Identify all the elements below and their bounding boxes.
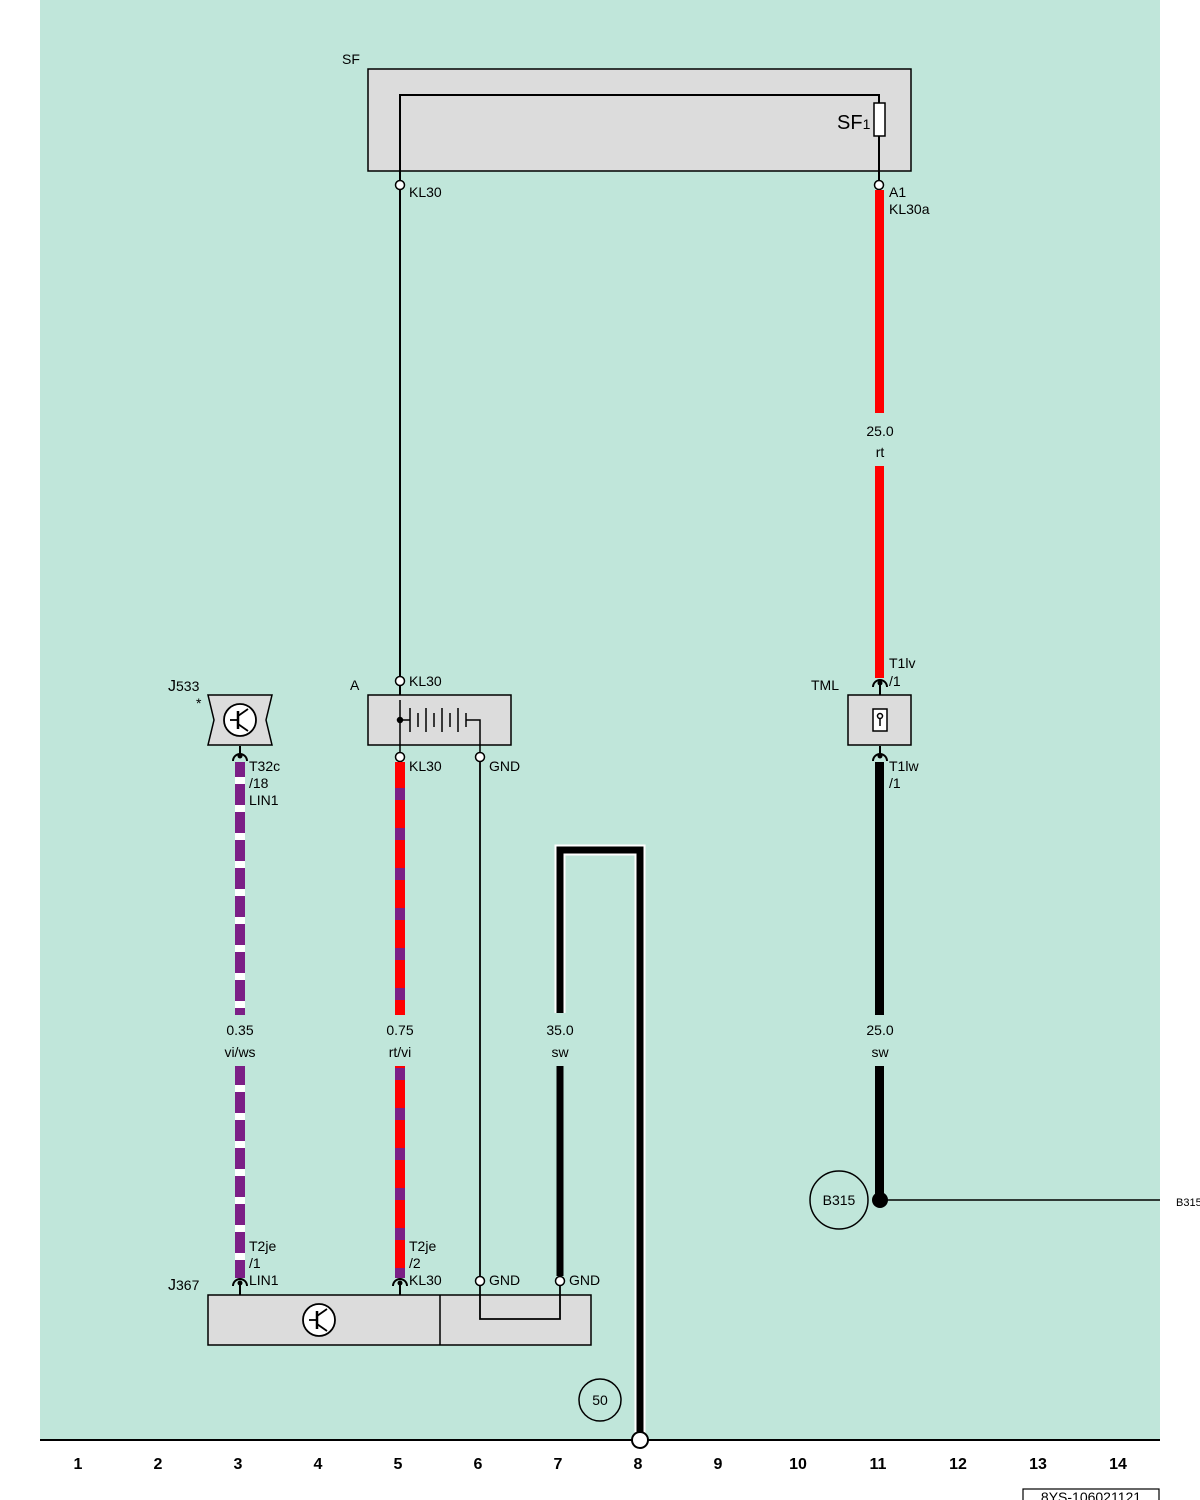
diagram-id-box xyxy=(1022,1488,1160,1500)
j367-box xyxy=(207,1294,592,1346)
column-number: 2 xyxy=(154,1456,163,1473)
ground-point-50 xyxy=(578,1378,622,1422)
battery-gnd-pin xyxy=(474,751,486,763)
sf-fuse-box xyxy=(367,68,912,172)
j533-note: * xyxy=(196,695,202,711)
column-numbers: 1 2 3 4 5 6 7 8 9 10 11 12 13 14 xyxy=(74,1456,1127,1473)
wire-11-top-color: rt xyxy=(876,444,885,460)
column-number: 10 xyxy=(789,1456,807,1473)
tml-top-pin-label-1: T1lv xyxy=(889,655,915,671)
j367-gnd-pin-label-2: GND xyxy=(569,1272,600,1288)
j533-pin-label-2: /18 xyxy=(249,775,269,791)
ground-point-b315-label: B315 xyxy=(823,1192,856,1208)
ground-point-b315 xyxy=(809,1170,869,1230)
tml-box xyxy=(847,694,912,746)
tml-top-pin-dot xyxy=(877,680,883,686)
j533-pin-label-3: LIN1 xyxy=(249,792,279,808)
wire-11-black-upper xyxy=(875,762,884,1015)
fuse-sf1-label: SF1 xyxy=(837,112,871,134)
j533-pin-label-1: T32c xyxy=(249,758,280,774)
tml-bottom-pin-label-2: /1 xyxy=(889,775,901,791)
battery-kl30-top-pin xyxy=(394,675,406,687)
column-number: 11 xyxy=(870,1456,887,1473)
battery-label: A xyxy=(350,677,360,693)
wire-3-size: 0.35 xyxy=(226,1022,253,1038)
wire-7-8-loop xyxy=(556,846,644,1436)
column-number: 8 xyxy=(634,1456,643,1473)
column-number: 5 xyxy=(394,1456,403,1473)
wire-5-color: rt/vi xyxy=(389,1044,412,1060)
battery-icon xyxy=(396,700,481,752)
fuse-sf1-icon xyxy=(873,102,886,137)
wire-5-size: 0.75 xyxy=(386,1022,413,1038)
j367-lin-pin-dot xyxy=(237,1280,243,1286)
wire-3-color: vi/ws xyxy=(224,1044,255,1060)
tml-fuse-icon xyxy=(872,708,888,732)
sf-kl30a-pin-label: KL30a xyxy=(889,201,930,217)
j367-lin-pin-label-2: /1 xyxy=(249,1255,261,1271)
sf-label: SF xyxy=(342,51,360,67)
column-number: 14 xyxy=(1109,1456,1127,1473)
j367-kl30-pin-label-2: /2 xyxy=(409,1255,421,1271)
column-number: 12 xyxy=(949,1456,967,1473)
j367-gnd-pin-1 xyxy=(474,1275,486,1287)
wire-7-size: 35.0 xyxy=(546,1022,573,1038)
wire-11-bottom-size: 25.0 xyxy=(866,1022,893,1038)
battery-kl30-top-label: KL30 xyxy=(409,673,442,689)
column-number: 4 xyxy=(314,1456,323,1473)
wire-3-lower xyxy=(235,1066,245,1278)
battery-kl30-bottom-pin xyxy=(394,751,406,763)
tml-bottom-pin-dot xyxy=(877,753,883,759)
b315-reference-label: B315 xyxy=(1176,1197,1200,1209)
j367-lin-pin-label-3: LIN1 xyxy=(249,1272,279,1288)
wire-11-bottom-color: sw xyxy=(871,1044,889,1060)
j367-label: J367 xyxy=(168,1277,200,1294)
tml-top-pin-label-2: /1 xyxy=(889,673,901,689)
diagram-id: 8YS-106021121 xyxy=(1041,1489,1141,1500)
j533-label: J533 xyxy=(168,678,200,695)
column-number: 7 xyxy=(554,1456,563,1473)
sf-kl30-pin xyxy=(394,179,406,191)
j367-kl30-pin-label-3: KL30 xyxy=(409,1272,442,1288)
j367-gnd-pin-2 xyxy=(554,1275,566,1287)
battery-box xyxy=(367,694,512,746)
column-number: 6 xyxy=(474,1456,483,1473)
wire-5-upper xyxy=(395,762,405,1015)
wire-11-red-upper xyxy=(875,190,884,413)
column-number: 13 xyxy=(1029,1456,1047,1473)
j367-gnd-pin-label-1: GND xyxy=(489,1272,520,1288)
wire-11-top-size: 25.0 xyxy=(866,423,893,439)
sf-kl30-pin-label: KL30 xyxy=(409,184,442,200)
sf-a1-pin xyxy=(873,179,885,191)
wire-11-red-lower xyxy=(875,466,884,678)
diagram-background xyxy=(40,0,1160,1440)
battery-kl30-bottom-label: KL30 xyxy=(409,758,442,774)
j367-internal-ground xyxy=(479,1286,561,1320)
j533-pin-dot xyxy=(237,753,243,759)
wire-7-color: sw xyxy=(551,1044,569,1060)
rail-terminal-8 xyxy=(631,1431,649,1449)
battery-gnd-label: GND xyxy=(489,758,520,774)
j367-kl30-pin-dot xyxy=(397,1280,403,1286)
j367-kl30-pin-label-1: T2je xyxy=(409,1238,436,1254)
ground-point-50-label: 50 xyxy=(592,1392,608,1408)
j533-transistor-icon xyxy=(223,703,257,737)
j367-lin-pin-label-1: T2je xyxy=(249,1238,276,1254)
column-number: 3 xyxy=(234,1456,243,1473)
wire-3-upper xyxy=(235,762,245,1015)
wire-5-lower xyxy=(395,1066,405,1278)
wire-11-black-lower xyxy=(875,1066,884,1200)
sf-internal-bus xyxy=(399,94,880,181)
column-number: 9 xyxy=(714,1456,723,1473)
sf-a1-pin-label: A1 xyxy=(889,184,906,200)
tml-bottom-pin-label-1: T1lw xyxy=(889,758,919,774)
tml-label: TML xyxy=(811,677,839,693)
j367-transistor-icon xyxy=(302,1303,336,1337)
column-number: 1 xyxy=(74,1456,83,1473)
